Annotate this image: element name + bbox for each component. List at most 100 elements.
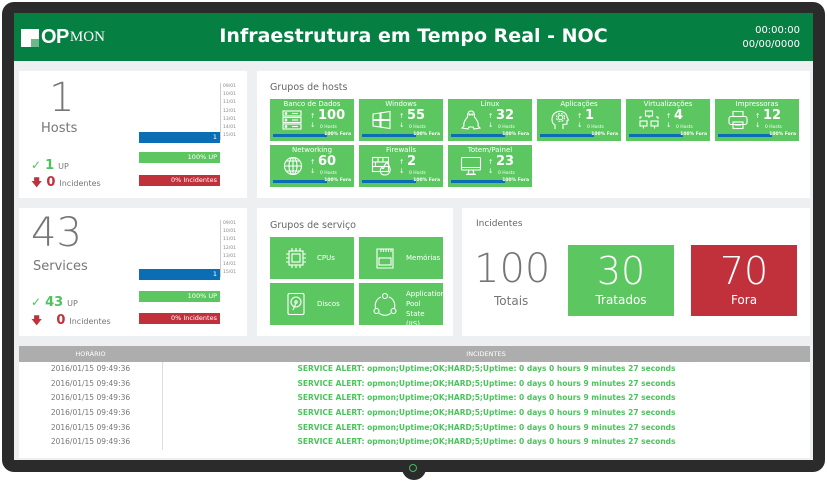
service-group-tile[interactable]: Discos [270,283,354,325]
tile-sub: 0 Hosts [409,125,426,130]
host-group-tile[interactable]: Aplicações ↑↓ 1 0 Hosts 100% Fora [537,99,621,141]
incidents-out-count: 70 [719,249,769,293]
hosts-card[interactable]: 1 Hosts ✓ 1 UP 🡇 0 Incidentes 09/01 10/0… [19,71,247,198]
tile-pct: 100% Fora [413,178,440,183]
table-header: HORÁRIO INCIDENTES [19,346,810,362]
date-tick: 12/01 [223,245,236,251]
date-tick: 11/01 [223,237,236,243]
services-inc-count: 0 [56,313,66,328]
virtual-network-icon [638,110,660,130]
date-tick: 13/01 [223,116,236,122]
tile-pct: 100% Fora [769,132,796,137]
services-up-count: 43 [45,295,64,310]
tile-name: Firewalls [385,146,417,154]
tile-count: 23 [496,154,515,169]
tile-count: 60 [318,154,337,169]
services-card[interactable]: 43 Services ✓ 43 UP 🡇 0 Incidentes 09/01… [19,208,247,336]
host-group-tile[interactable]: Networking ↑↓ 60 0 Hosts 100% Fora [270,145,354,187]
tile-progress-bar [629,134,683,137]
services-count: 43 [31,210,82,256]
arrow-down-icon: 🡇 [31,176,43,189]
tile-name: Networking [291,146,333,154]
date-tick: 10/01 [223,229,236,235]
row-message: SERVICE ALERT: opmon;Uptime;OK;HARD;5;Up… [297,378,676,388]
host-group-tile[interactable]: Banco de Dados ↑↓ 100 0 Hosts 100% Fora [270,99,354,141]
hard-disk-icon [284,292,308,316]
logo-mark-icon [21,28,39,47]
opmon-logo: OP MON [21,26,105,49]
hosts-incident-bar: 0% Incidentes [139,175,220,186]
hosts-up-count: 1 [45,158,55,173]
tile-name: Impressoras [735,100,779,108]
host-group-tile[interactable]: Totem/Painel ↑↓ 23 0 Hosts 100% Fora [448,145,532,187]
tile-count: 32 [496,108,515,123]
app-pool-icon [373,292,397,316]
logo-mon-text: MON [69,29,105,45]
tile-progress-bar [451,180,505,183]
incidents-handled-box[interactable]: 30 Tratados [568,245,674,316]
tile-pct: 100% Fora [324,132,351,137]
up-down-arrows-icon: ↑↓ [488,158,494,175]
tile-name: Memórias [406,254,441,262]
tile-name: Windows [385,100,417,108]
hosts-up-stat: ✓ 1 UP [31,158,69,173]
date-tick: 10/01 [223,92,236,98]
incidents-title: Incidentes [476,219,523,229]
arrow-down-icon: 🡇 [31,314,43,327]
database-icon [282,110,304,130]
host-group-tile[interactable]: Firewalls ↑↓ 2 0 Hosts 100% Fora [359,145,443,187]
tile-count: 4 [674,108,684,123]
service-group-tile[interactable]: CPUs [270,237,354,279]
tile-sub: 0 Hosts [765,125,782,130]
up-down-arrows-icon: ↑↓ [399,158,405,175]
incidents-out-box[interactable]: 70 Fora [691,245,797,316]
date-tick: 15/01 [223,270,236,276]
up-down-arrows-icon: ↑↓ [666,112,672,129]
tile-sub: 0 Hosts [498,125,515,130]
row-message: SERVICE ALERT: opmon;Uptime;OK;HARD;5;Up… [297,364,676,373]
host-groups-title: Grupos de hosts [270,82,348,93]
tile-name: Banco de Dados [283,100,341,108]
date-tick: 09/01 [223,221,236,226]
service-group-tile[interactable]: Memórias [359,237,443,279]
header-bar: OP MON Infraestrutura em Tempo Real - NO… [14,13,813,61]
services-label: Services [33,259,88,274]
hosts-history-bar: 1 [139,132,220,143]
services-incident-stat: 🡇 0 Incidentes [31,312,111,331]
firewall-icon [371,156,393,176]
date-tick: 13/01 [223,253,236,259]
service-groups-card: Grupos de serviço CPUs Memórias Discos A… [257,208,453,336]
host-group-tile[interactable]: Linux ↑↓ 32 0 Hosts 100% Fora [448,99,532,141]
host-group-tile[interactable]: Windows ↑↓ 55 0 Hosts 100% Fora [359,99,443,141]
printer-icon [727,110,749,130]
host-group-tile[interactable]: Virtualizações ↑↓ 4 0 Hosts 100% Fora [626,99,710,141]
tile-progress-bar [718,134,772,137]
hosts-up-bar: 100% UP [139,152,220,163]
host-group-tile[interactable]: Impressoras ↑↓ 12 0 Hosts 100% Fora [715,99,799,141]
windows-icon [371,110,393,130]
tile-sub: 0 Hosts [320,171,337,176]
incidents-out-label: Fora [730,293,758,307]
tile-name: Linux [480,100,500,108]
tile-pct: 100% Fora [502,132,529,137]
row-time: 2016/01/15 09:49:36 [19,435,163,451]
services-incident-bar: 0% Incidentes [139,313,220,324]
tile-progress-bar [273,134,327,137]
clock: 00:00:00 00/00/0000 [742,24,800,52]
tile-count: 2 [407,154,417,169]
service-group-tile[interactable]: Application Pool State (IIS) [359,283,445,328]
tile-sub: 0 Hosts [587,125,604,130]
clock-date: 00/00/0000 [742,39,800,50]
row-message: SERVICE ALERT: opmon;Uptime;OK;HARD;5;Up… [297,408,676,418]
dashboard-screen: OP MON Infraestrutura em Tempo Real - NO… [14,13,813,460]
tile-pct: 100% Fora [680,132,707,137]
tile-progress-bar [273,180,327,183]
incidents-handled-count: 30 [596,249,646,293]
